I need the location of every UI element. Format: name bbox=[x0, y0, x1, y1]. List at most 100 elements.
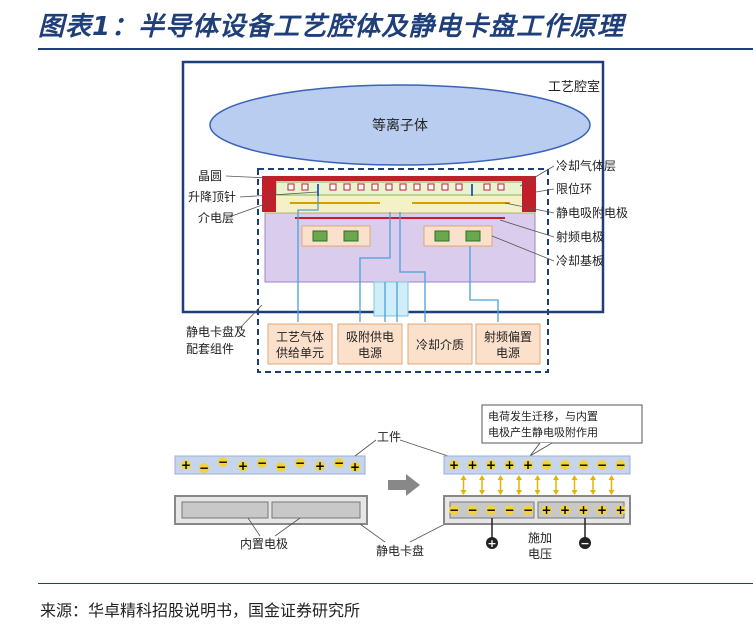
positive-terminal-sign: + bbox=[487, 537, 496, 550]
esc-principle-diagram: + − − + − − − + − + 内置电极 工件 静电卡盘 电荷发 bbox=[174, 404, 643, 561]
connection-lines bbox=[297, 196, 499, 322]
wafer bbox=[268, 176, 532, 181]
arrow-head bbox=[497, 490, 504, 495]
svg-text:−: − bbox=[295, 456, 305, 470]
callout-box bbox=[481, 404, 643, 444]
svg-text:−: − bbox=[276, 460, 286, 474]
charge-dot bbox=[467, 505, 478, 515]
charge-sign: − bbox=[467, 503, 477, 517]
unit-label: 工艺气体 bbox=[276, 329, 324, 344]
svg-text:−: − bbox=[199, 461, 209, 475]
leader bbox=[409, 523, 446, 543]
label-apply-voltage: 电压 bbox=[528, 547, 552, 561]
callout-text: 电极产生静电吸附作用 bbox=[488, 425, 598, 439]
charge-dot bbox=[597, 460, 607, 470]
unit-rf-bias bbox=[475, 323, 541, 365]
arrow-head bbox=[553, 490, 559, 495]
charge-dot bbox=[449, 505, 459, 515]
charge-sign: + bbox=[504, 458, 514, 472]
leader bbox=[399, 439, 449, 457]
leader bbox=[247, 517, 261, 537]
arrow-head bbox=[590, 490, 596, 495]
arrow-head bbox=[460, 475, 467, 480]
arrow-head bbox=[553, 475, 559, 480]
label-esc-assembly: 静电卡盘及 bbox=[186, 324, 246, 339]
svg-text:−: − bbox=[334, 456, 344, 470]
callout-pointer bbox=[529, 442, 553, 457]
label-cooling-base: 冷却基板 bbox=[556, 254, 604, 268]
negative-terminal bbox=[579, 537, 591, 549]
charge-sign: + bbox=[578, 503, 588, 517]
left-leader-lines bbox=[225, 175, 319, 331]
feed-pipe bbox=[373, 281, 409, 317]
charge-dot bbox=[449, 460, 459, 470]
leader bbox=[354, 439, 377, 457]
positive-terminal bbox=[486, 537, 498, 549]
arrow-head bbox=[534, 475, 541, 480]
label-esc-assembly: 配套组件 bbox=[186, 342, 234, 356]
svg-text:−: − bbox=[218, 455, 228, 469]
charges-top-right: +++++−−−−− bbox=[449, 458, 626, 472]
charge-sign: + bbox=[467, 458, 477, 472]
unit-chuck-power bbox=[337, 323, 403, 365]
charge-sign: − bbox=[504, 503, 514, 517]
arrow-head bbox=[479, 490, 485, 495]
arrow-head bbox=[571, 490, 578, 495]
charge-dot bbox=[486, 460, 496, 470]
charge-dot bbox=[578, 505, 589, 515]
process-chamber-diagram: 工艺腔室 等离子体 bbox=[181, 60, 628, 373]
label-internal-electrode: 内置电极 bbox=[240, 537, 288, 551]
title-divider bbox=[38, 48, 753, 50]
footer-divider bbox=[38, 583, 753, 584]
charge-sign: − bbox=[541, 458, 551, 472]
arrow-right-icon bbox=[388, 474, 420, 496]
arrow-head bbox=[497, 475, 504, 480]
charge-dot bbox=[467, 460, 478, 470]
charge-sign: + bbox=[560, 503, 570, 517]
electrode-block bbox=[465, 230, 481, 242]
svg-text:+: + bbox=[315, 459, 325, 473]
label-apply-voltage: 施加 bbox=[528, 531, 552, 545]
charge-sign: + bbox=[449, 458, 459, 472]
charge-dot bbox=[560, 460, 570, 470]
callout-text: 电荷发生迁移，与内置 bbox=[488, 409, 598, 423]
esc-assembly-box bbox=[257, 168, 549, 373]
unit-label: 冷却介质 bbox=[416, 338, 464, 352]
leader bbox=[359, 523, 386, 543]
charge-dot bbox=[504, 460, 515, 470]
unit-label: 电源 bbox=[358, 346, 382, 360]
right-labels: 冷却气体层 限位环 静电吸附电极 射频电极 冷却基板 bbox=[556, 158, 628, 268]
charge-sign: − bbox=[615, 458, 625, 472]
chamber-label: 工艺腔室 bbox=[548, 79, 600, 95]
charge-sign: + bbox=[486, 458, 496, 472]
negative-terminal-sign: − bbox=[580, 537, 589, 550]
arrow-head bbox=[590, 475, 596, 480]
label-rf-electrode: 射频电极 bbox=[556, 229, 604, 244]
unit-process-gas bbox=[267, 323, 333, 365]
charge-dot bbox=[597, 505, 607, 515]
svg-text:+: + bbox=[238, 459, 248, 473]
figure-title: 图表1：半导体设备工艺腔体及静电卡盘工作原理 bbox=[38, 12, 625, 42]
up-down-arrow-icon bbox=[460, 475, 615, 495]
arrow-head bbox=[516, 490, 522, 495]
label-workpiece: 工件 bbox=[377, 430, 401, 444]
arrow-head bbox=[571, 475, 578, 480]
charges-bottom-right: −−−−−+++++ bbox=[449, 503, 626, 517]
charge-sign: + bbox=[615, 503, 625, 517]
unit-label: 射频偏置 bbox=[484, 329, 532, 344]
unit-coolant bbox=[407, 323, 473, 365]
plasma-label: 等离子体 bbox=[372, 117, 428, 134]
electrode-block bbox=[312, 230, 328, 242]
arrow-head bbox=[460, 490, 467, 495]
label-esc-electrode: 静电吸附电极 bbox=[556, 206, 628, 220]
label-lift-pin: 升降顶针 bbox=[188, 189, 236, 204]
limit-ring-right bbox=[522, 176, 536, 212]
electrode-block bbox=[434, 230, 450, 242]
unit-label: 吸附供电 bbox=[346, 330, 394, 344]
charges-left: + − − + − − − + − + bbox=[181, 455, 360, 475]
arrow-head bbox=[516, 475, 522, 480]
charge-sign: − bbox=[578, 458, 588, 472]
internal-electrode-left-b bbox=[271, 501, 361, 519]
charge-sign: + bbox=[597, 503, 607, 517]
